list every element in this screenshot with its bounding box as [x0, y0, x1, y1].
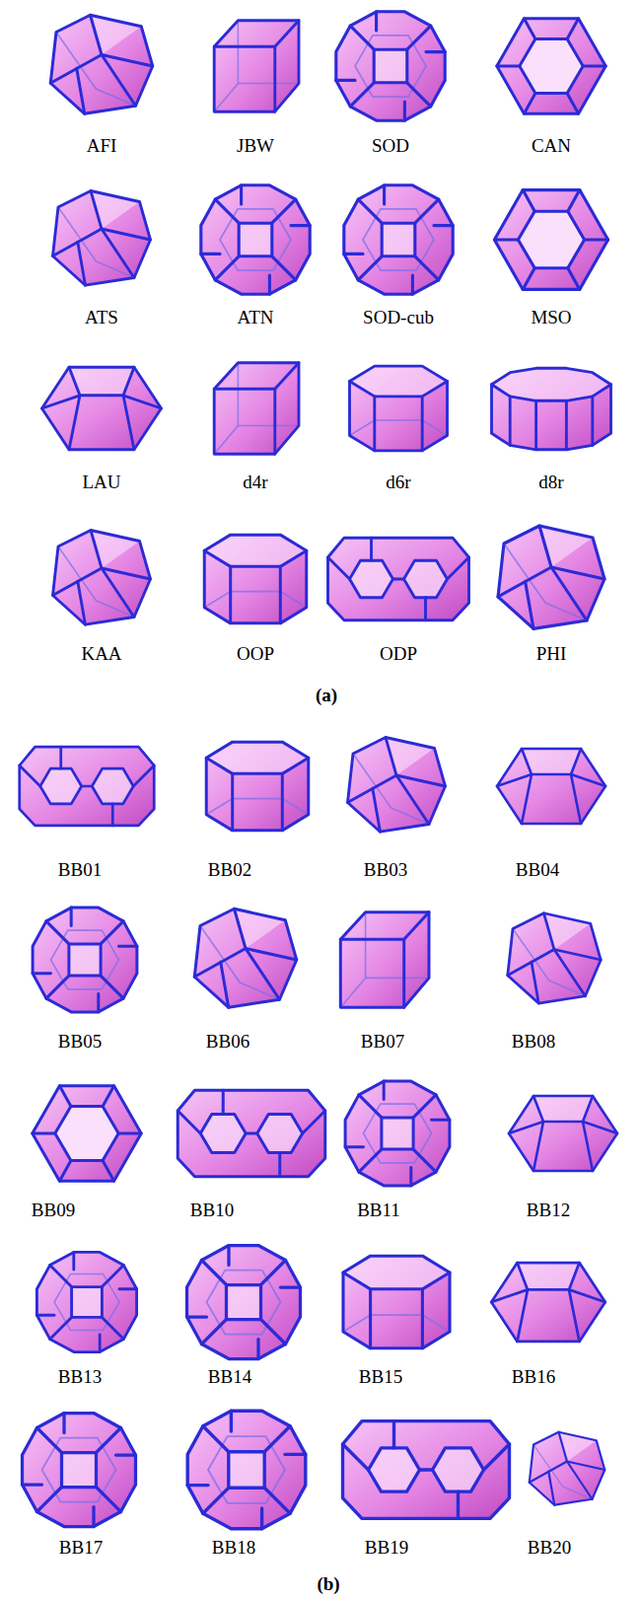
polyhedron — [22, 1413, 137, 1527]
polyhedron-label: BB10 — [190, 1198, 234, 1222]
polyhedron-label: SOD — [371, 134, 410, 158]
polyhedron-label: ATN — [237, 305, 275, 330]
polyhedron — [206, 741, 309, 831]
polyhedron-label: BB02 — [208, 857, 252, 882]
polyhedron-label: LAU — [81, 470, 121, 495]
polyhedron — [36, 1251, 137, 1352]
polyhedron-label: BB19 — [364, 1535, 409, 1560]
polyhedron — [343, 1255, 450, 1349]
polyhedron-label: BB14 — [208, 1364, 252, 1389]
polyhedron-label: KAA — [80, 641, 122, 666]
polyhedron-label: BB16 — [511, 1364, 556, 1389]
polyhedron-label: BB18 — [212, 1535, 256, 1560]
polyhedron — [53, 530, 151, 626]
polyhedron — [497, 18, 606, 115]
polyhedron — [194, 908, 297, 1007]
polyhedron — [350, 365, 448, 451]
polyhedron-label: d8r — [538, 470, 564, 495]
polyhedron — [187, 1410, 306, 1529]
polyhedron-label: BB20 — [527, 1535, 571, 1560]
polyhedron — [507, 913, 602, 1003]
panel-label: (b) — [316, 1571, 340, 1596]
polyhedron-label: BB17 — [59, 1535, 103, 1560]
polyhedron-label: BB08 — [511, 1029, 556, 1054]
polyhedron — [201, 185, 310, 294]
polyhedron-label: BB06 — [206, 1029, 250, 1054]
polyhedron-label: MSO — [530, 305, 571, 330]
polyhedron — [42, 366, 162, 450]
polyhedron — [345, 1080, 450, 1186]
polyhedron — [32, 1085, 142, 1182]
polyhedron — [32, 907, 138, 1012]
polyhedron-label: BB11 — [356, 1198, 401, 1222]
polyhedron — [53, 191, 151, 286]
polyhedron — [491, 1262, 606, 1342]
polyhedron-label: SOD-cub — [362, 305, 434, 330]
polyhedron — [19, 746, 155, 826]
polyhedron-label: d4r — [242, 470, 268, 495]
polyhedron-label: ATS — [84, 305, 119, 330]
polyhedron-label: BB03 — [363, 857, 408, 882]
polyhedron — [497, 525, 605, 629]
polyhedron — [204, 534, 307, 624]
polyhedron-label: BB12 — [526, 1198, 570, 1222]
polyhedron-label: JBW — [236, 134, 275, 158]
polyhedron — [529, 1431, 606, 1505]
polyhedron — [497, 748, 606, 824]
polyhedron-label: BB07 — [360, 1029, 405, 1054]
polyhedron-label: AFI — [86, 134, 118, 158]
polyhedron — [187, 1245, 301, 1359]
polyhedron-label: CAN — [531, 134, 571, 158]
polyhedron — [492, 367, 612, 450]
polyhedron — [50, 14, 153, 114]
polyhedron — [213, 20, 299, 112]
polyhedron — [336, 11, 445, 121]
polyhedron-label: BB15 — [358, 1364, 403, 1389]
polyhedron-label: ODP — [379, 641, 418, 666]
panel-label: (a) — [315, 683, 338, 708]
polyhedron-label: d6r — [385, 470, 411, 495]
polyhedron — [213, 362, 299, 454]
polyhedron — [508, 1095, 618, 1171]
polyhedron — [348, 737, 446, 833]
polyhedron-label: BB04 — [515, 857, 560, 882]
polyhedron-label: OOP — [236, 641, 275, 666]
polyhedron — [328, 537, 470, 621]
polyhedron-label: PHI — [536, 641, 568, 666]
polyhedron — [344, 185, 453, 294]
polyhedron-label: BB13 — [58, 1364, 102, 1389]
polyhedron — [343, 1421, 510, 1519]
polyhedron — [177, 1089, 326, 1176]
polyhedron-label: BB01 — [58, 857, 102, 882]
polyhedron-label: BB09 — [31, 1198, 75, 1222]
polyhedron — [494, 190, 608, 290]
polyhedron-label: BB05 — [58, 1029, 102, 1054]
polyhedron — [340, 912, 429, 1008]
